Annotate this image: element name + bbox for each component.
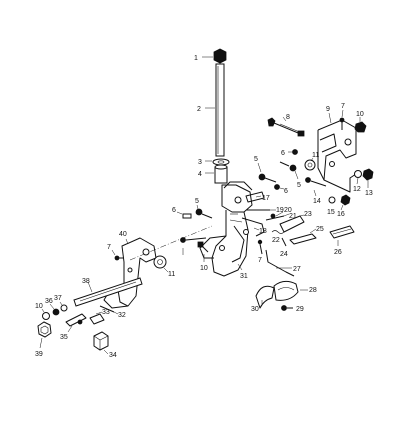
part-38-rod bbox=[73, 277, 143, 307]
part-7-screw-center bbox=[257, 239, 263, 255]
part-6-washer-upper bbox=[288, 149, 298, 155]
callout-26: 26 bbox=[334, 249, 342, 256]
part-15-washer bbox=[328, 196, 336, 204]
callout-15: 15 bbox=[327, 209, 335, 216]
callout-10-top: 10 bbox=[356, 111, 364, 118]
part-20-clip bbox=[270, 211, 284, 219]
part-10-nut-left bbox=[41, 308, 50, 320]
part-18-lever bbox=[241, 217, 265, 237]
part-30-bracket bbox=[255, 285, 275, 309]
callout-6-mid: 6 bbox=[284, 188, 288, 195]
part-4-bushing bbox=[205, 164, 228, 184]
callout-7-left: 7 bbox=[107, 244, 111, 251]
callout-30: 30 bbox=[251, 306, 259, 313]
part-14-screw bbox=[305, 177, 327, 197]
callout-14: 14 bbox=[313, 198, 321, 205]
callout-11-left: 11 bbox=[168, 271, 175, 278]
callout-23: 23 bbox=[304, 211, 312, 218]
part-10-bolt-center bbox=[197, 241, 209, 262]
part-28-clamp bbox=[273, 280, 308, 301]
callout-12: 12 bbox=[353, 186, 361, 193]
callout-8: 8 bbox=[286, 114, 290, 121]
callout-7-center: 7 bbox=[258, 257, 262, 264]
callout-32: 32 bbox=[118, 312, 126, 319]
part-2-shaft bbox=[205, 63, 225, 157]
part-29-screw bbox=[281, 305, 293, 311]
callout-6-upper: 6 bbox=[281, 150, 285, 157]
callout-1: 1 bbox=[194, 55, 198, 62]
part-17-link bbox=[245, 191, 265, 203]
callout-9: 9 bbox=[326, 106, 330, 113]
callout-17: 17 bbox=[262, 195, 270, 202]
part-3-washer bbox=[205, 158, 230, 166]
part-36-nut bbox=[49, 303, 60, 316]
part-6-washer-mid bbox=[274, 184, 285, 190]
callout-25: 25 bbox=[316, 226, 324, 233]
callout-18: 18 bbox=[259, 228, 267, 235]
callout-39: 39 bbox=[35, 351, 43, 358]
callout-36: 36 bbox=[45, 298, 53, 305]
part-34-block bbox=[93, 331, 109, 355]
part-11-nut-left bbox=[153, 255, 169, 273]
part-10-nut-top bbox=[354, 117, 367, 133]
callout-40: 40 bbox=[119, 231, 127, 238]
part-33-clip bbox=[89, 311, 105, 325]
callout-10-center: 10 bbox=[200, 265, 208, 272]
callout-28: 28 bbox=[309, 287, 317, 294]
callout-5-left: 5 bbox=[195, 198, 199, 205]
main-bracket-housing bbox=[199, 181, 253, 277]
callout-13: 13 bbox=[365, 190, 373, 197]
callout-11-right: 11 bbox=[312, 152, 319, 159]
part-5-screw-left bbox=[195, 204, 213, 219]
part-25-bar bbox=[289, 228, 317, 245]
part-5-screw-upper bbox=[257, 162, 277, 183]
callout-35: 35 bbox=[60, 334, 68, 341]
part-13-nut bbox=[362, 168, 374, 188]
callout-21: 21 bbox=[289, 213, 297, 220]
callout-24: 24 bbox=[280, 251, 288, 258]
part-40-left-bracket bbox=[103, 237, 157, 309]
part-6-washer-left bbox=[176, 211, 192, 219]
callout-38: 38 bbox=[82, 278, 90, 285]
callout-6-left: 6 bbox=[172, 207, 176, 214]
callout-20: 20 bbox=[284, 207, 292, 214]
part-39-nut bbox=[37, 321, 52, 349]
part-21-pin bbox=[265, 213, 290, 221]
part-11-nut-right bbox=[304, 157, 316, 171]
callout-5-right: 5 bbox=[297, 182, 301, 189]
callout-3: 3 bbox=[198, 159, 202, 166]
callout-33: 33 bbox=[102, 309, 110, 316]
callout-37: 37 bbox=[54, 295, 62, 302]
callout-19: 19 bbox=[276, 207, 284, 214]
part-32-pin bbox=[99, 305, 119, 315]
part-5-screw-right bbox=[279, 161, 299, 180]
callout-29: 29 bbox=[296, 306, 304, 313]
part-37-washer bbox=[59, 301, 68, 312]
part-16-nut bbox=[340, 194, 351, 211]
part-7-screw-top bbox=[339, 109, 345, 130]
part-9-right-bracket bbox=[317, 112, 357, 193]
callout-31: 31 bbox=[240, 273, 248, 280]
callout-16: 16 bbox=[337, 211, 345, 218]
part-12-washer bbox=[354, 170, 362, 185]
part-8-screw bbox=[267, 116, 305, 137]
part-22-spring bbox=[271, 230, 285, 234]
callout-4: 4 bbox=[198, 171, 202, 178]
callout-2: 2 bbox=[197, 106, 201, 113]
callout-5-upper: 5 bbox=[254, 156, 258, 163]
part-27-cable bbox=[265, 249, 295, 277]
callout-27: 27 bbox=[293, 266, 301, 273]
part-26-plate bbox=[329, 225, 355, 246]
part-35-bolt bbox=[65, 313, 87, 333]
part-1-hex-nut bbox=[202, 48, 227, 64]
part-23-arm bbox=[279, 214, 305, 233]
callout-34: 34 bbox=[109, 352, 117, 359]
callout-7-top: 7 bbox=[341, 103, 345, 110]
callout-22: 22 bbox=[272, 237, 280, 244]
part-7-screw-left bbox=[111, 249, 124, 261]
callout-10-left: 10 bbox=[35, 303, 43, 310]
part-24-pin bbox=[281, 237, 287, 247]
